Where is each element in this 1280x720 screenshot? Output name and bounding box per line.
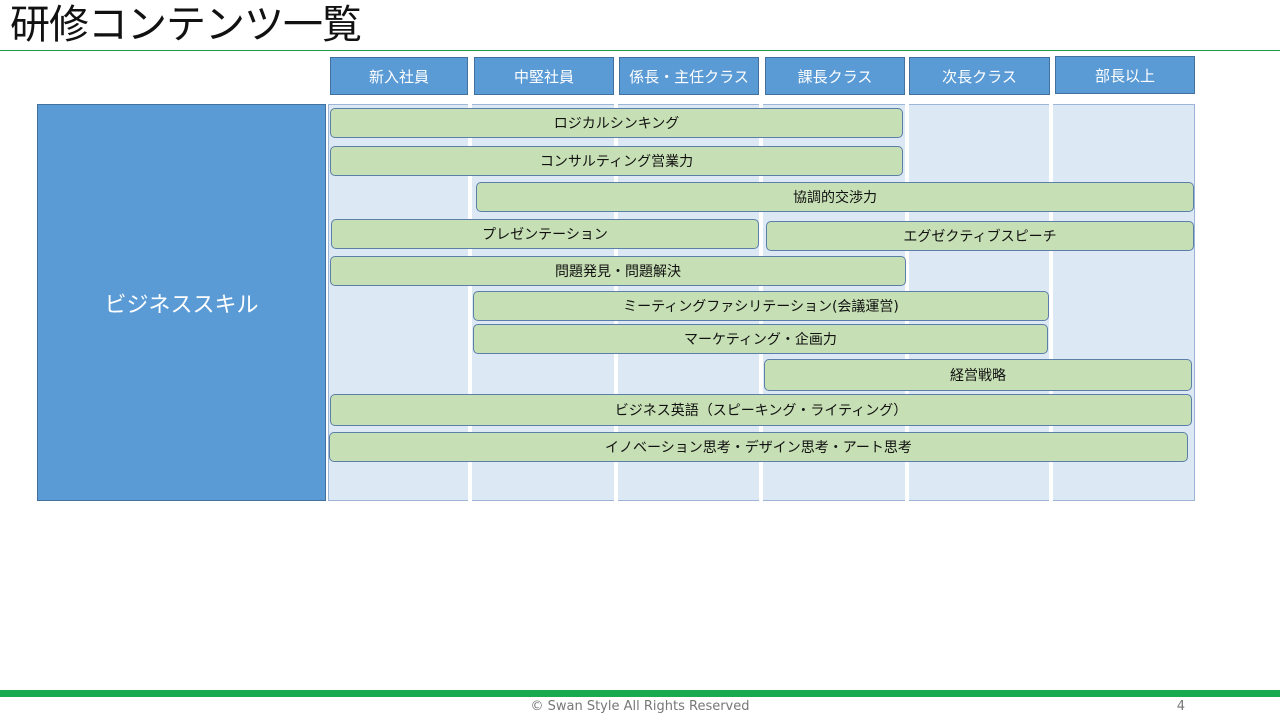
program-bar: コンサルティング営業力 [330,146,903,176]
column-header-chief: 係長・主任クラス [619,57,759,95]
page-number: 4 [1176,699,1185,714]
footer-divider [0,690,1280,697]
page-title: 研修コンテンツ一覧 [10,2,362,48]
program-bar: ロジカルシンキング [330,108,903,138]
program-bar: プレゼンテーション [331,219,759,249]
column-header-executive: 部長以上 [1055,56,1195,94]
program-bar: イノベーション思考・デザイン思考・アート思考 [329,432,1188,462]
category-label: ビジネススキル [37,104,326,501]
program-bar: エグゼクティブスピーチ [766,221,1194,251]
column-header-deputy-manager: 次長クラス [909,57,1050,95]
program-bar: 問題発見・問題解決 [330,256,906,286]
program-bar: 協調的交渉力 [476,182,1194,212]
column-header-section-manager: 課長クラス [765,57,905,95]
program-bar: 経営戦略 [764,359,1192,391]
column-header-new-employee: 新入社員 [330,57,468,95]
column-header-mid-level: 中堅社員 [474,57,614,95]
program-bar: ミーティングファシリテーション(会議運営) [473,291,1049,321]
program-bar: マーケティング・企画力 [473,324,1048,354]
grid-divider [468,100,472,501]
program-bar: ビジネス英語（スピーキング・ライティング） [330,394,1192,426]
title-divider [0,50,1280,51]
copyright-text: © Swan Style All Rights Reserved [530,699,750,714]
grid-divider [1049,100,1053,501]
